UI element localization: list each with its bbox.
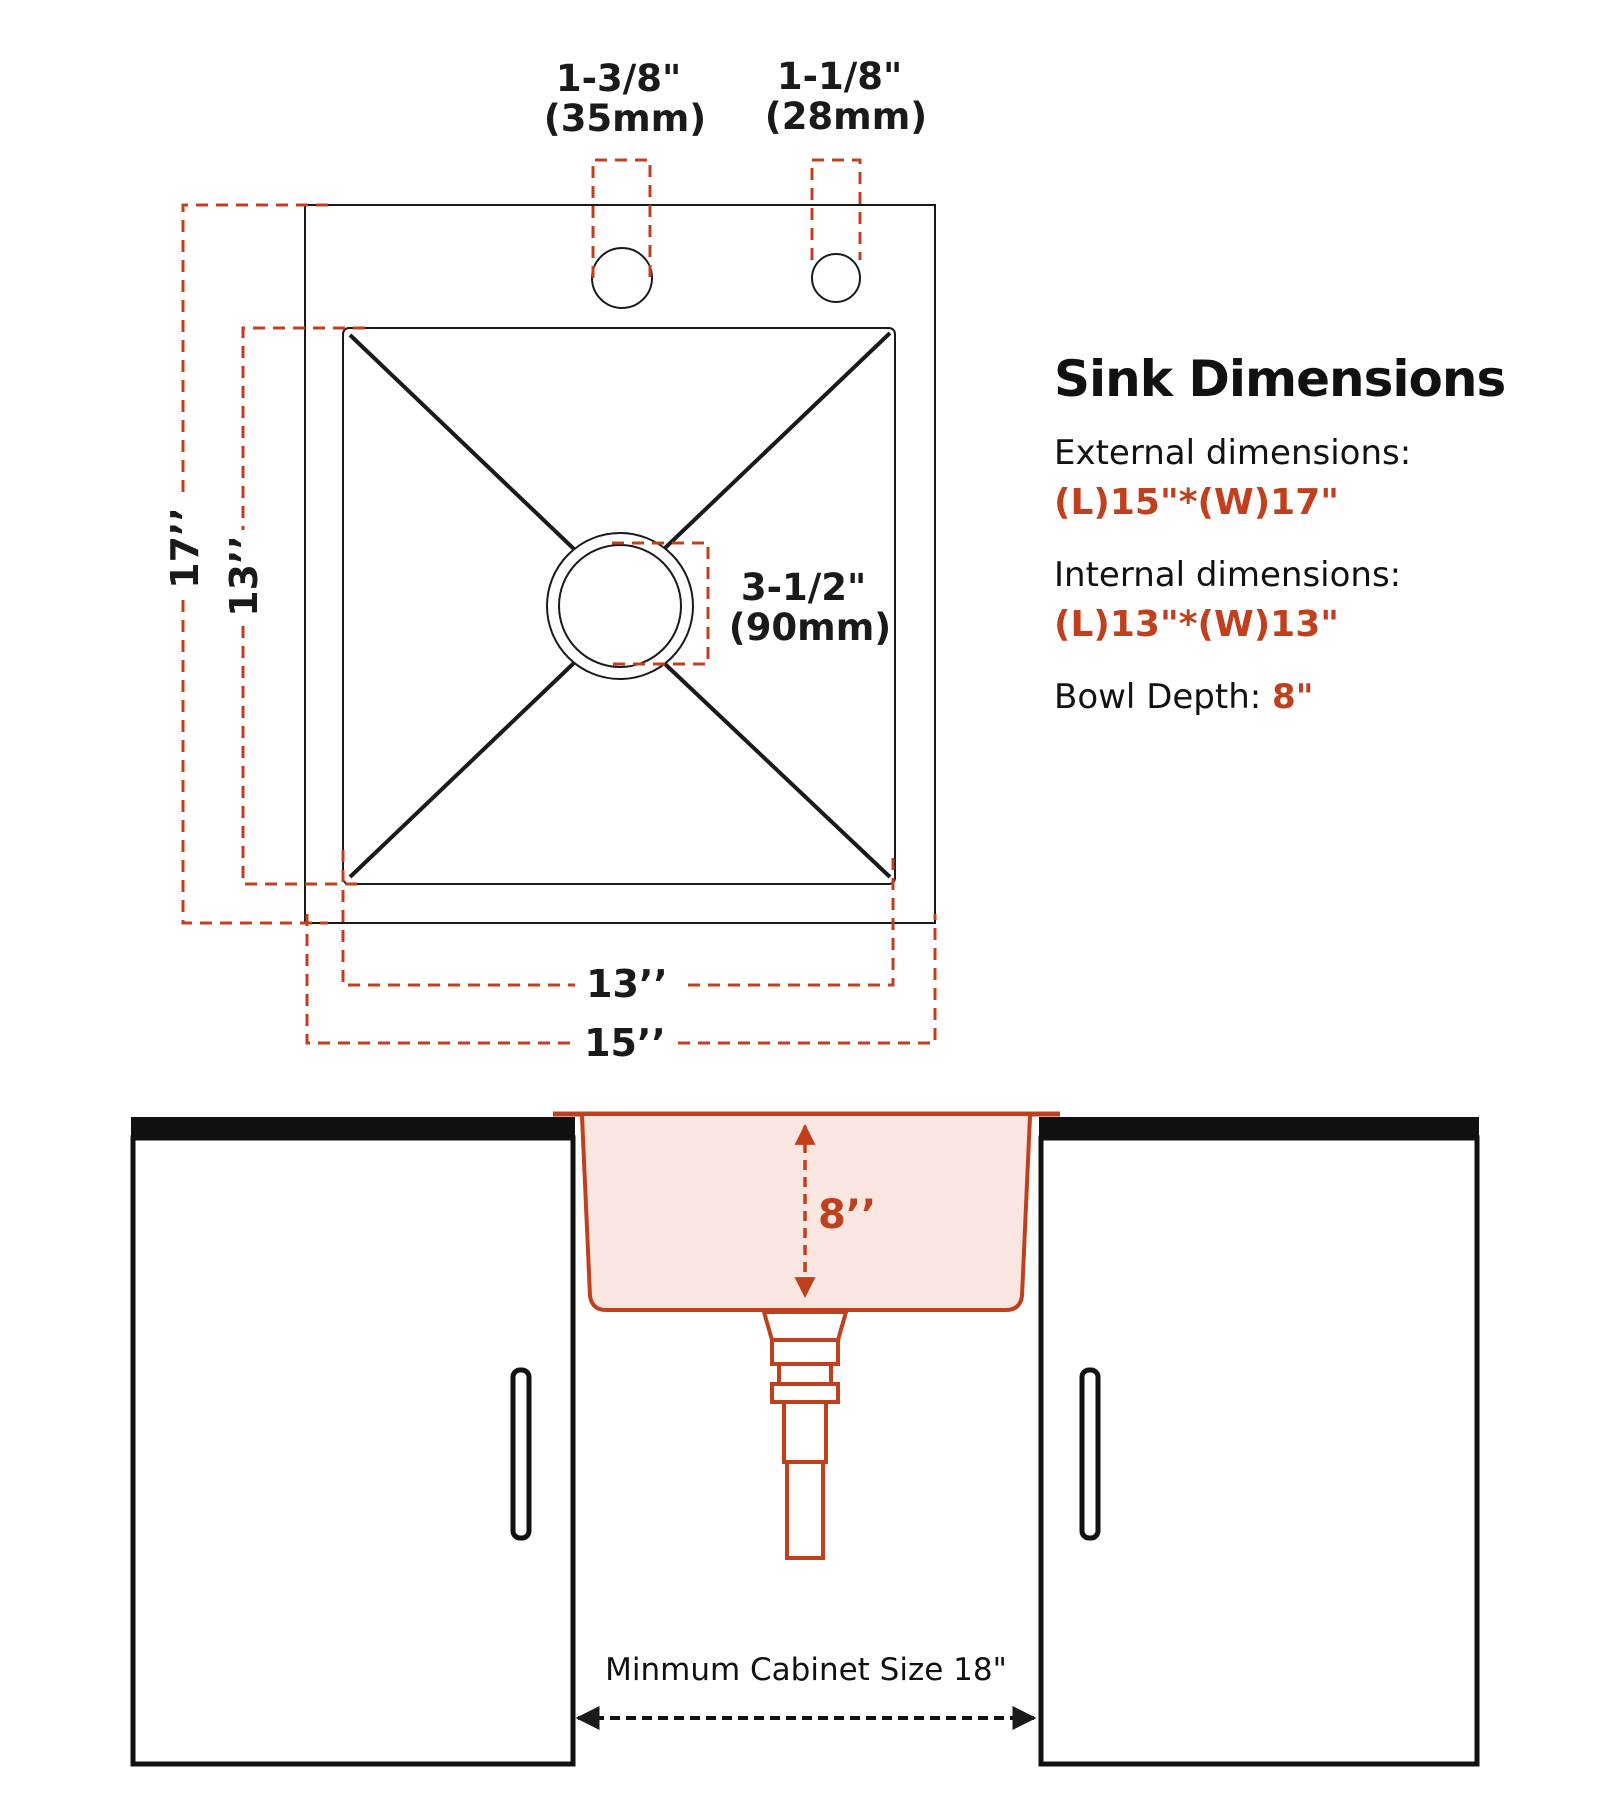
countertop-right: [1039, 1117, 1479, 1138]
outer-height-label: 17’’: [163, 507, 207, 589]
hole-right-size-label: 1-1/8" (28mm): [765, 55, 927, 138]
inner-height-label: 13’’: [222, 535, 266, 617]
cabinet-size-label: Minmum Cabinet Size 18": [605, 1652, 1007, 1688]
drain-pipe: [761, 1310, 849, 1560]
internal-dimensions-label: Internal dimensions:: [1054, 555, 1402, 595]
sink-outer-outline: [304, 204, 936, 924]
spec-panel: Sink Dimensions External dimensions: (L)…: [1054, 350, 1574, 720]
bowl-slope-line: [348, 333, 577, 552]
inner-width-label: 13’’: [586, 962, 668, 1006]
drain-inner-ring: [558, 544, 682, 668]
external-dimensions-value: (L)15"*(W)17": [1054, 482, 1339, 523]
hole-left-size-label: 1-3/8" (35mm): [544, 57, 706, 140]
cabinet-right: [1038, 1135, 1480, 1767]
cabinet-left: [130, 1135, 576, 1767]
hole-left-dim: [591, 158, 652, 278]
bowl-depth-value: 8": [1272, 677, 1314, 717]
bowl-depth-row: Bowl Depth: 8": [1054, 674, 1574, 720]
sink-bowl-outline: [342, 327, 896, 885]
cabinet-handle-left: [510, 1367, 532, 1541]
external-dimensions-label: External dimensions:: [1054, 433, 1412, 473]
drain-size-label: 3-1/2" (90mm): [729, 566, 891, 649]
cabinet-handle-right: [1079, 1367, 1101, 1541]
bowl-slope-line: [663, 662, 892, 879]
faucet-hole-left: [591, 247, 653, 309]
depth-label: 8’’: [818, 1192, 876, 1238]
top-view: 1-3/8" (35mm) 1-1/8" (28mm) 3-1/2" (90mm…: [163, 55, 937, 1065]
faucet-hole-right: [811, 253, 861, 303]
bowl-depth-label: Bowl Depth:: [1054, 677, 1262, 717]
bowl-slope-line: [663, 331, 892, 550]
side-view: 8’’ Minmum Cabinet Size 18": [130, 1111, 1480, 1767]
spec-title: Sink Dimensions: [1054, 350, 1506, 408]
internal-dimensions-value: (L)13"*(W)13": [1054, 604, 1339, 645]
drain-dim: [612, 541, 710, 666]
countertop-left: [131, 1117, 575, 1138]
outer-width-label: 15’’: [584, 1021, 666, 1065]
hole-right-dim: [810, 158, 862, 260]
bowl-slope-line: [348, 660, 577, 879]
